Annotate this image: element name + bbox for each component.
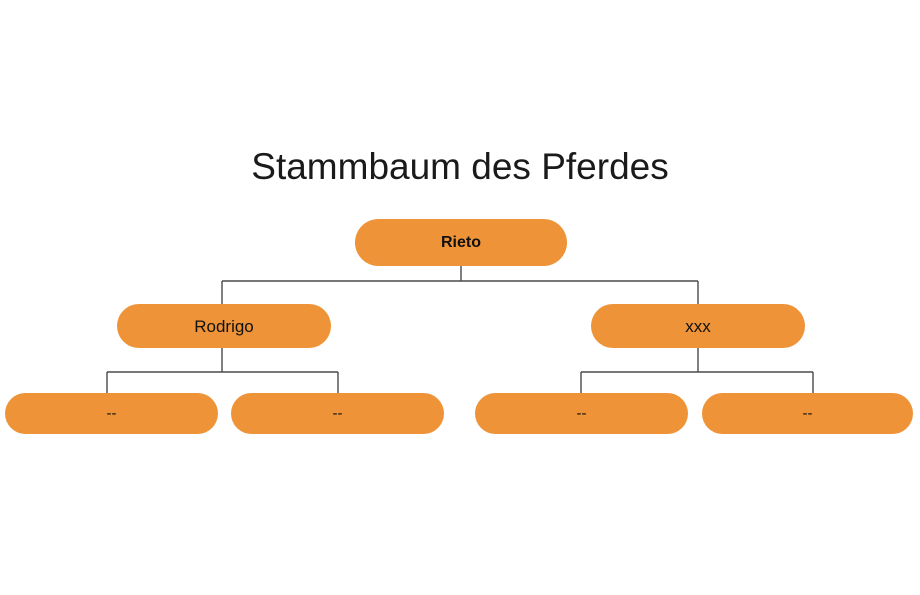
- tree-node-rieto[interactable]: Rieto: [355, 219, 567, 266]
- connector-rodrigo-to-leaves: [106, 348, 339, 393]
- connector-root-to-generation2: [221, 266, 699, 304]
- tree-node-rodrigo[interactable]: Rodrigo: [117, 304, 331, 348]
- tree-node-label: Rodrigo: [194, 316, 254, 336]
- tree-node-leaf-4[interactable]: --: [702, 393, 913, 434]
- tree-node-label: xxx: [685, 316, 711, 336]
- tree-node-label: --: [802, 405, 813, 422]
- tree-node-label: Rieto: [441, 233, 481, 251]
- tree-node-leaf-1[interactable]: --: [5, 393, 218, 434]
- tree-node-label: --: [106, 405, 117, 422]
- connector-xxx-to-leaves: [580, 348, 814, 393]
- tree-node-leaf-3[interactable]: --: [475, 393, 688, 434]
- tree-node-label: --: [332, 405, 343, 422]
- tree-node-label: --: [576, 405, 587, 422]
- page-title: Stammbaum des Pferdes: [251, 146, 669, 187]
- tree-node-xxx[interactable]: xxx: [591, 304, 805, 348]
- tree-node-leaf-2[interactable]: --: [231, 393, 444, 434]
